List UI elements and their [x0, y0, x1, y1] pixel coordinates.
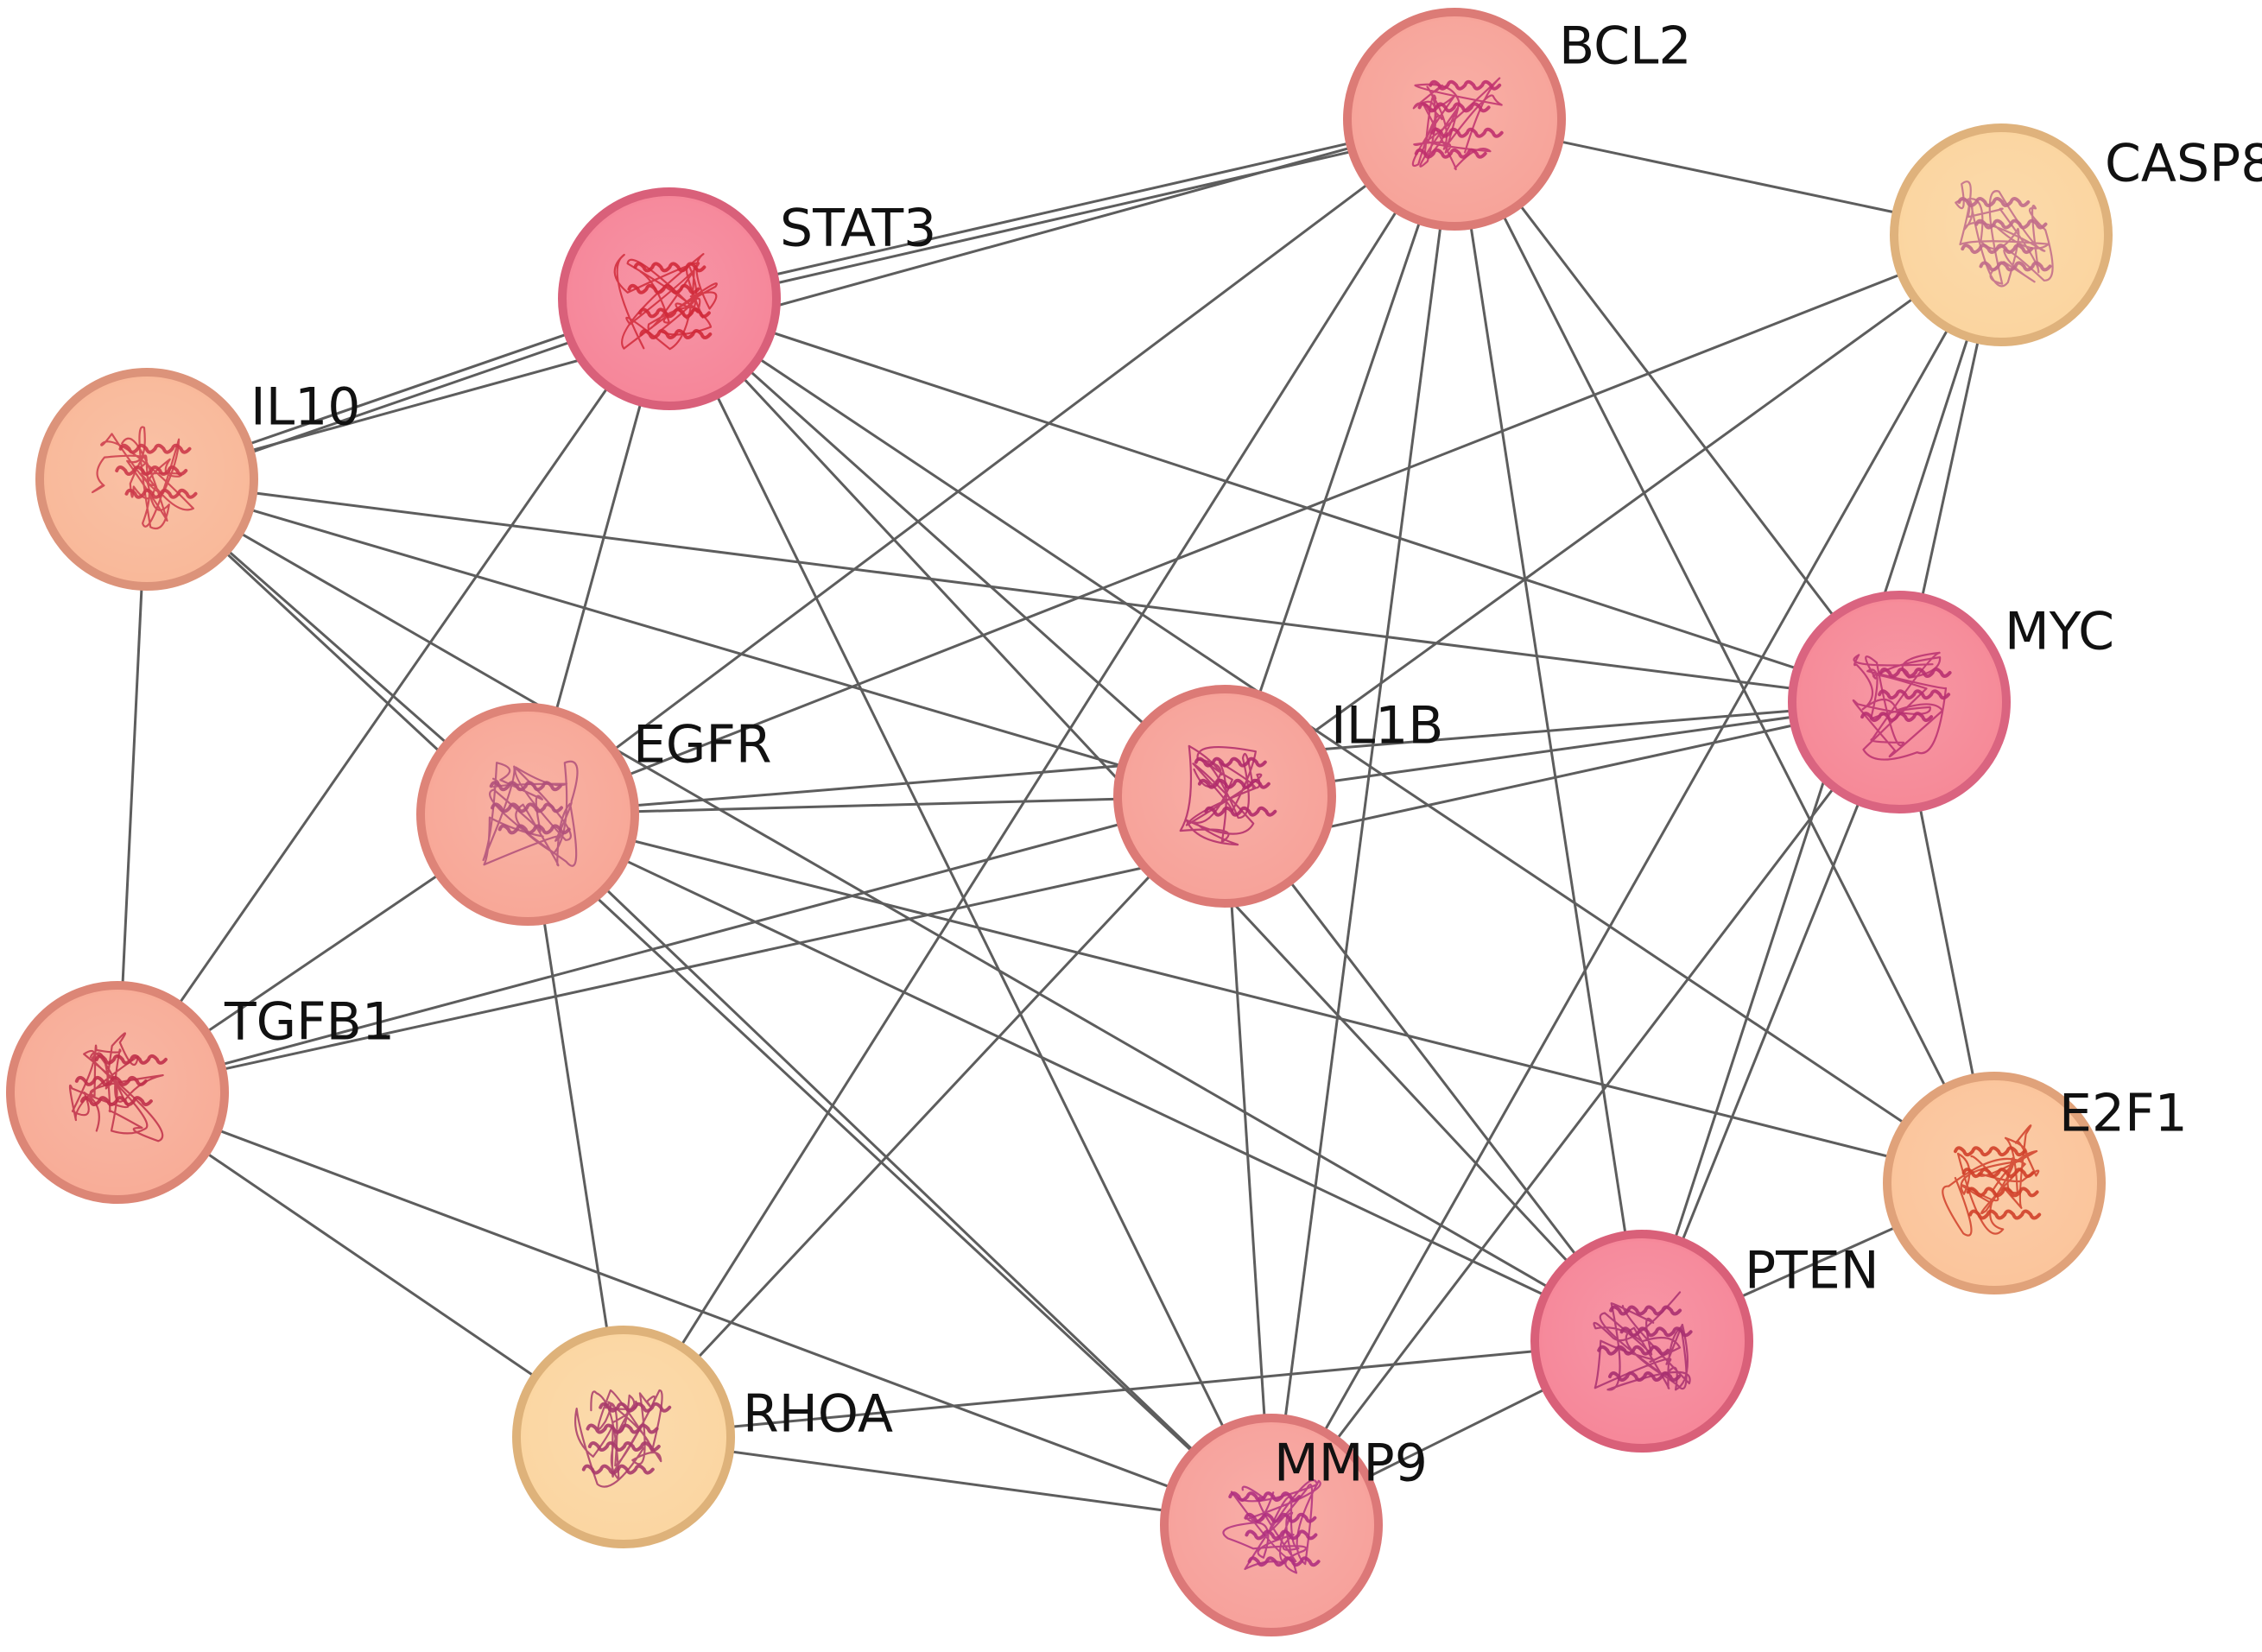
- node-label-pten: PTEN: [1745, 1241, 1879, 1301]
- protein-structure-icon: [68, 1032, 164, 1142]
- edge-il10-pten: [146, 478, 1643, 1343]
- node-label-tgfb1: TGFB1: [224, 992, 395, 1053]
- edge-il1b-pten: [1223, 795, 1644, 1342]
- protein-structure-icon: [1852, 651, 1948, 761]
- node-label-casp8: CASP8: [2105, 134, 2262, 194]
- edge-bcl2-e2f1: [1453, 118, 1996, 1184]
- edge-bcl2-egfr: [527, 117, 1455, 816]
- edge-il1b-tgfb1: [117, 794, 1226, 1094]
- protein-structure-icon: [613, 253, 718, 351]
- edge-egfr-pten: [527, 813, 1643, 1343]
- node-label-bcl2: BCL2: [1559, 16, 1692, 77]
- node-label-egfr: EGFR: [633, 715, 772, 775]
- protein-helix-icon: [115, 443, 198, 499]
- protein-helix-icon: [1957, 197, 2052, 272]
- edge-tgfb1-mmp9: [117, 1091, 1272, 1527]
- node-label-il1b: IL1B: [1331, 696, 1443, 756]
- node-mmp9[interactable]: [1160, 1414, 1383, 1636]
- node-il10[interactable]: [35, 368, 258, 591]
- node-e2f1[interactable]: [1883, 1072, 2106, 1294]
- node-il1b[interactable]: [1113, 685, 1336, 908]
- edge-myc-mmp9: [1270, 701, 1901, 1526]
- protein-helix-icon: [581, 1402, 672, 1475]
- node-egfr[interactable]: [416, 703, 639, 926]
- edge-bcl2-myc: [1453, 118, 1901, 703]
- edge-stat3-tgfb1: [116, 298, 671, 1093]
- protein-helix-icon: [1860, 668, 1952, 723]
- protein-helix-icon: [1194, 756, 1277, 817]
- edge-casp8-pten: [1640, 234, 2003, 1342]
- edge-bcl2-il1b: [1223, 118, 1456, 797]
- edge-casp8-il1b: [1224, 233, 2002, 798]
- node-label-rhoa: RHOA: [743, 1384, 893, 1445]
- edge-bcl2-rhoa: [622, 118, 1456, 1438]
- node-highlight: [1894, 1083, 2094, 1283]
- protein-helix-icon: [1597, 1305, 1693, 1382]
- edge-egfr-e2f1: [527, 813, 1995, 1185]
- protein-helix-icon: [489, 781, 571, 835]
- nodes-layer: [6, 8, 2113, 1636]
- node-highlight: [1901, 135, 2101, 335]
- edge-stat3-bcl2: [670, 126, 1457, 309]
- protein-helix-icon: [1954, 1146, 2042, 1220]
- edge-myc-pten: [1640, 701, 1901, 1342]
- protein-structure-icon: [1222, 1479, 1321, 1574]
- protein-helix-icon: [1414, 79, 1504, 159]
- node-bcl2[interactable]: [1343, 8, 1566, 231]
- node-label-mmp9: MMP9: [1274, 1434, 1428, 1494]
- edge-egfr-il1b: [527, 794, 1226, 816]
- edge-il10-mmp9: [145, 478, 1273, 1527]
- node-highlight: [569, 199, 770, 399]
- edge-stat3-e2f1: [668, 297, 1995, 1185]
- protein-helix-icon: [74, 1054, 168, 1107]
- edge-il10-il1b: [146, 478, 1226, 798]
- protein-helix-icon: [627, 262, 713, 339]
- edge-stat3-myc: [668, 297, 1900, 704]
- node-myc[interactable]: [1788, 591, 2011, 813]
- edge-myc-il1b: [1224, 700, 1900, 798]
- protein-structure-icon: [1955, 180, 2054, 288]
- protein-structure-icon: [1942, 1124, 2040, 1237]
- edge-stat3-bcl2: [668, 117, 1455, 301]
- edge-il1b-mmp9: [1223, 795, 1273, 1526]
- node-rhoa[interactable]: [512, 1326, 735, 1548]
- node-casp8[interactable]: [1890, 123, 2113, 346]
- node-tgfb1[interactable]: [6, 981, 229, 1204]
- edge-casp8-mmp9: [1270, 234, 2003, 1526]
- edge-myc-tgfb1: [117, 700, 1900, 1094]
- protein-structure-icon: [1411, 77, 1503, 171]
- node-highlight: [523, 1337, 724, 1537]
- node-label-e2f1: E2F1: [2059, 1084, 2188, 1144]
- edge-pten-rhoa: [623, 1339, 1643, 1439]
- edge-il1b-rhoa: [622, 794, 1226, 1439]
- node-highlight: [428, 714, 628, 915]
- node-highlight: [1799, 602, 1999, 802]
- node-label-myc: MYC: [2005, 602, 2114, 662]
- edge-bcl2-mmp9: [1270, 118, 1456, 1526]
- edge-il10-myc: [146, 478, 1900, 704]
- edge-stat3-mmp9: [668, 298, 1273, 1526]
- protein-structure-icon: [1593, 1291, 1691, 1391]
- edge-stat3-il1b: [668, 297, 1226, 798]
- edge-casp8-egfr: [527, 233, 2002, 816]
- node-stat3[interactable]: [558, 187, 781, 410]
- node-label-stat3: STAT3: [780, 199, 936, 259]
- protein-structure-icon: [482, 760, 579, 867]
- edge-egfr-mmp9: [526, 813, 1273, 1527]
- node-pten[interactable]: [1530, 1230, 1753, 1453]
- node-label-il10: IL10: [250, 377, 360, 438]
- protein-helix-icon: [1228, 1491, 1321, 1567]
